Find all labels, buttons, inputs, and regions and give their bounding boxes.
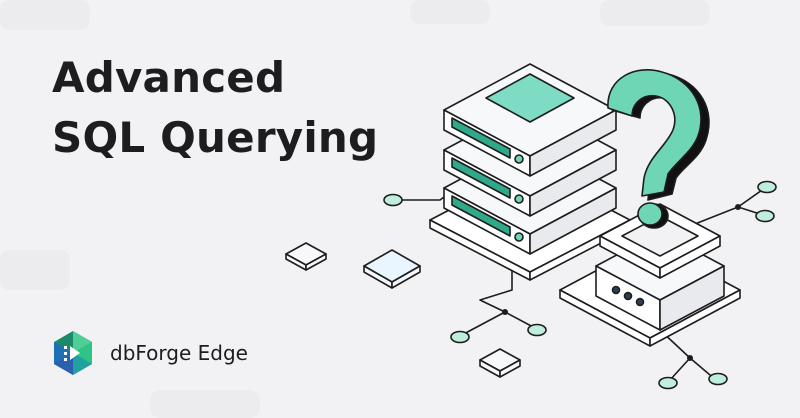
floating-tile	[363, 249, 421, 289]
floating-tile	[479, 348, 521, 378]
title-line-1: Advanced	[52, 53, 286, 102]
database-illustration	[285, 63, 777, 390]
connector-node	[757, 180, 777, 194]
page-title: Advanced SQL Querying	[52, 48, 378, 168]
connector-nodes	[383, 180, 777, 390]
background-tile	[0, 250, 70, 290]
floating-tile	[285, 242, 327, 271]
connector-node	[658, 376, 678, 390]
dbforge-edge-logo-icon	[54, 331, 92, 375]
connector-node	[708, 372, 728, 386]
connector-node	[527, 323, 547, 337]
server-stack-icon	[443, 63, 617, 255]
connector-node	[450, 330, 470, 344]
question-mark-icon	[607, 68, 710, 229]
connector-node	[755, 209, 775, 223]
background-tile	[0, 0, 90, 30]
connector-node	[383, 193, 403, 207]
background-tile	[410, 0, 490, 24]
brand: dbForge Edge	[52, 330, 248, 376]
background-tile	[150, 390, 260, 418]
title-line-2: SQL Querying	[52, 113, 379, 162]
background-tile	[600, 0, 710, 26]
brand-name: dbForge Edge	[110, 341, 248, 365]
